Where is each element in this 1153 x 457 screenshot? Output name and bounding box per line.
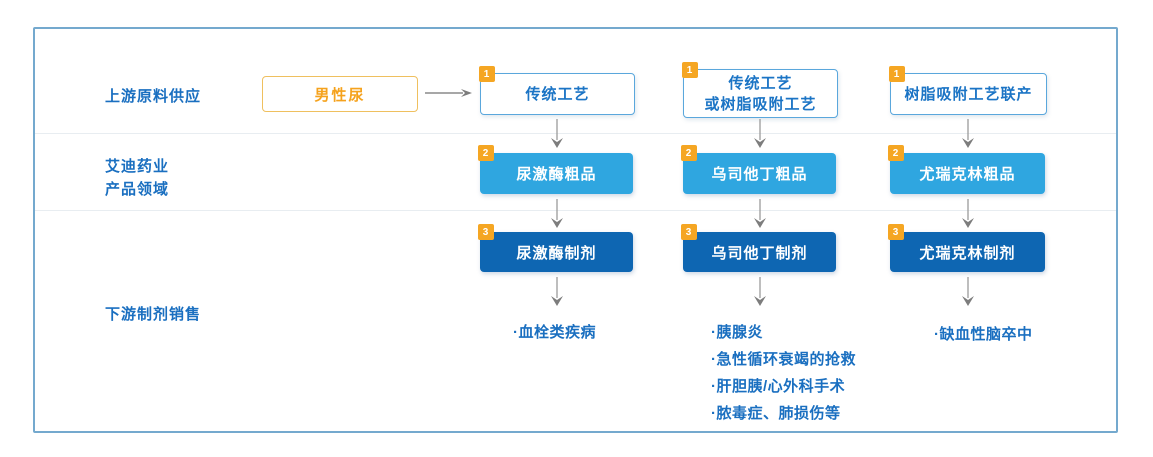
indication-list: ·胰腺炎 ·急性循环衰竭的抢救 ·肝胆胰/心外科手术 ·脓毒症、肺损伤等	[711, 319, 856, 427]
process-label: 传统工艺	[525, 85, 590, 103]
row-divider-2	[35, 210, 1116, 211]
row-label-company-line1: 艾迪药业	[105, 158, 170, 175]
crude-label: 乌司他丁粗品	[711, 166, 808, 183]
arrow-down-icon	[962, 277, 974, 306]
arrow-down-icon	[962, 199, 974, 228]
step-badge: 1	[682, 62, 698, 78]
arrow-down-icon	[754, 119, 766, 148]
arrow-right-icon	[425, 89, 472, 97]
row-label-upstream: 上游原料供应	[105, 88, 202, 105]
step-badge: 2	[681, 145, 697, 161]
arrow-down-icon	[551, 277, 563, 306]
process-label-line1: 传统工艺	[728, 74, 793, 92]
process-label-line2: 或树脂吸附工艺	[704, 95, 817, 113]
row-label-downstream: 下游制剂销售	[105, 306, 202, 323]
process-label: 树脂吸附工艺联产	[904, 85, 1033, 103]
row-divider-1	[35, 133, 1116, 134]
row-label-company-line2: 产品领域	[105, 181, 170, 198]
arrow-down-icon	[551, 119, 563, 148]
crude-label: 尿激酶粗品	[516, 166, 597, 183]
arrow-down-icon	[754, 277, 766, 306]
step-badge: 1	[889, 66, 905, 82]
step-badge: 2	[478, 145, 494, 161]
process-node: 1 传统工艺	[479, 66, 635, 115]
step-badge: 3	[478, 224, 494, 240]
crude-product-node: 2 尤瑞克林粗品	[888, 145, 1045, 194]
indication-item: ·血栓类疾病	[513, 324, 596, 341]
step-badge: 1	[479, 66, 495, 82]
formulation-label: 乌司他丁制剂	[711, 244, 808, 262]
indication-item: ·脓毒症、肺损伤等	[711, 405, 841, 422]
arrow-down-icon	[551, 199, 563, 228]
indication-item: ·缺血性脑卒中	[934, 326, 1033, 343]
arrow-down-icon	[754, 199, 766, 228]
formulation-label: 尤瑞克林制剂	[919, 244, 1016, 262]
step-badge: 2	[888, 145, 904, 161]
formulation-node: 3 尿激酶制剂	[478, 224, 633, 272]
row-label-company: 艾迪药业 产品领域	[105, 155, 169, 201]
formulation-label: 尿激酶制剂	[516, 244, 597, 262]
indication-item: ·胰腺炎	[711, 324, 763, 341]
flow-diagram-panel: 上游原料供应 艾迪药业 产品领域 下游制剂销售 男性尿 1 传统工艺 2 尿激酶…	[33, 27, 1118, 433]
indication-item: ·急性循环衰竭的抢救	[711, 351, 856, 368]
step-badge: 3	[888, 224, 904, 240]
formulation-node: 3 乌司他丁制剂	[681, 224, 836, 272]
arrow-down-icon	[962, 119, 974, 148]
indication-list: ·缺血性脑卒中	[934, 321, 1033, 348]
indication-list: ·血栓类疾病	[513, 319, 596, 346]
indication-item: ·肝胆胰/心外科手术	[711, 378, 846, 395]
step-badge: 3	[681, 224, 697, 240]
process-node: 1 传统工艺 或树脂吸附工艺	[682, 62, 838, 118]
crude-label: 尤瑞克林粗品	[919, 166, 1016, 183]
crude-product-node: 2 尿激酶粗品	[478, 145, 633, 194]
source-node-male-urine: 男性尿	[262, 76, 418, 112]
formulation-node: 3 尤瑞克林制剂	[888, 224, 1045, 272]
process-node: 1 树脂吸附工艺联产	[889, 66, 1047, 115]
crude-product-node: 2 乌司他丁粗品	[681, 145, 836, 194]
